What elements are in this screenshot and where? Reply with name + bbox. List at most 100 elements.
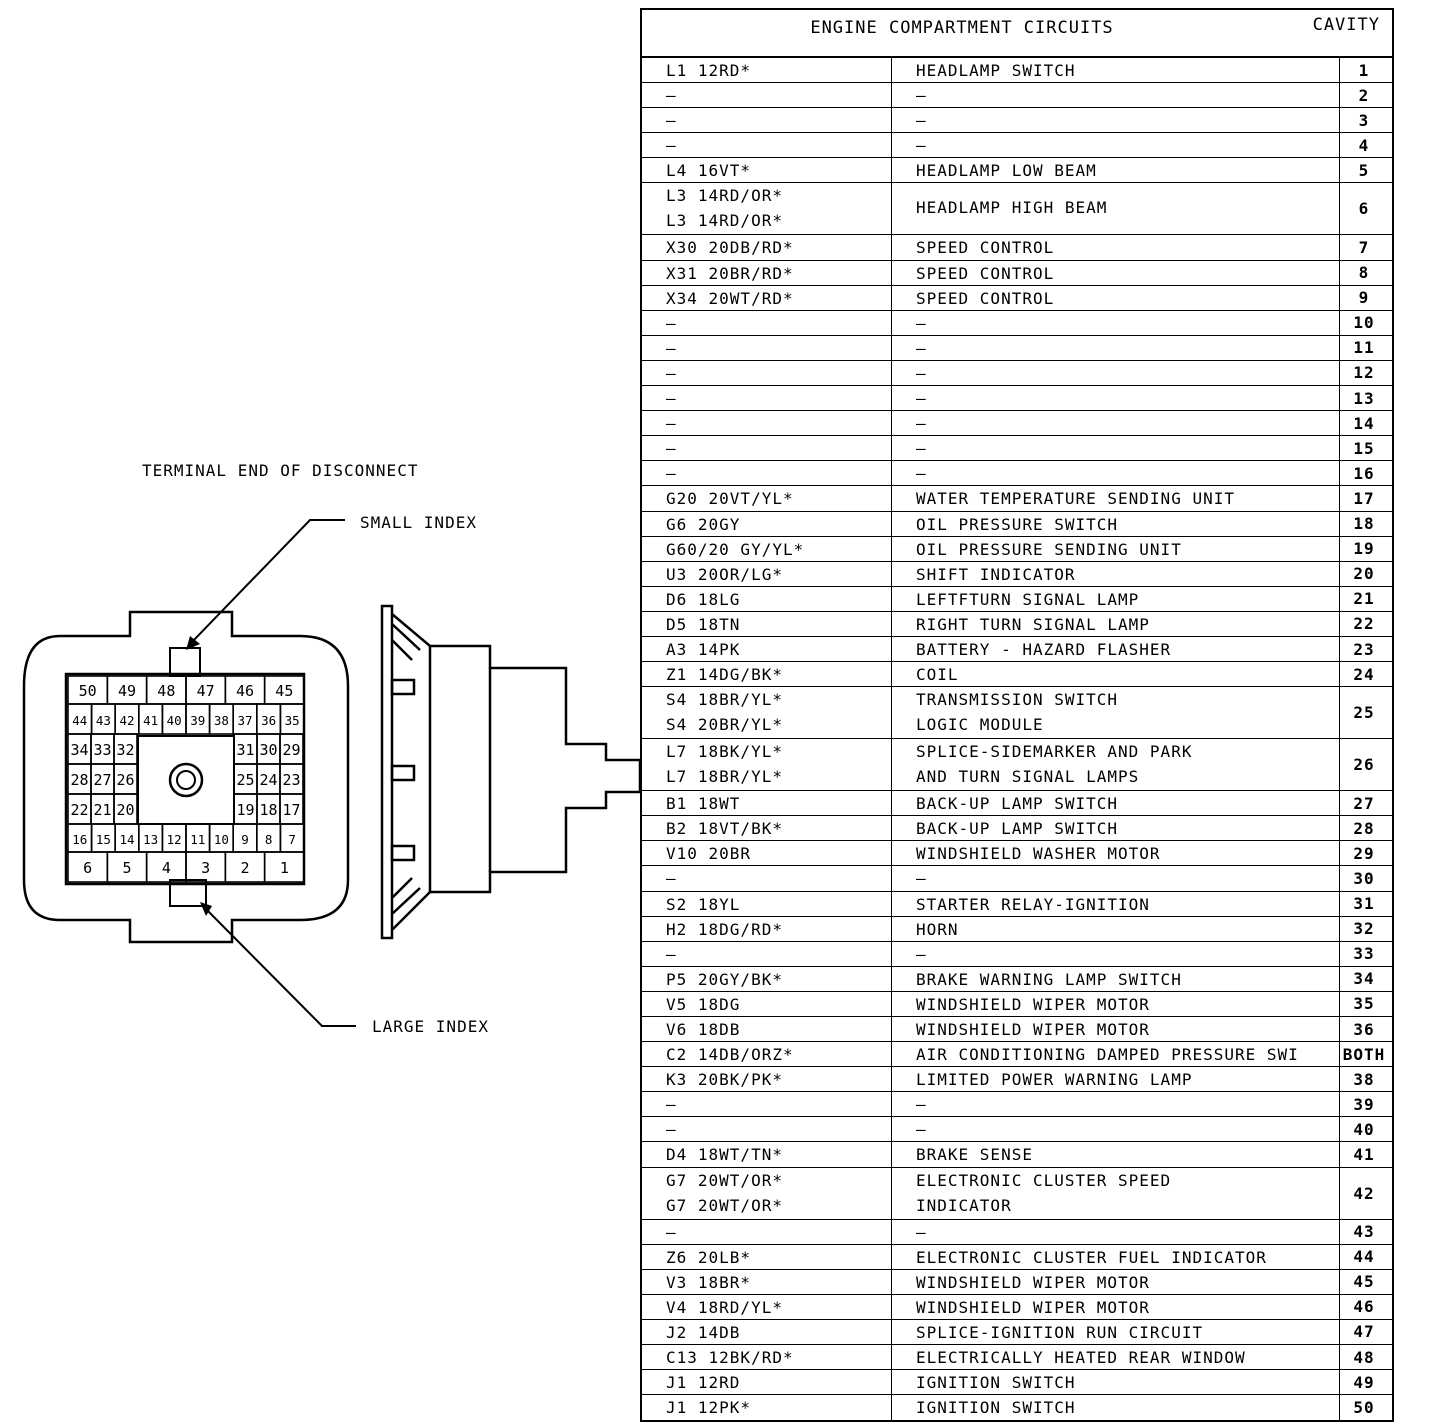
cavity-number: 12 [1353, 363, 1375, 383]
wire-code: — [666, 869, 677, 889]
wire-cell: J1 12RD [642, 1370, 892, 1395]
wire-cell: — [642, 941, 892, 966]
function-cell: — [892, 1219, 1340, 1244]
function-cell: — [892, 83, 1340, 108]
wire-cell: V10 20BR [642, 841, 892, 866]
wire-cell: — [642, 436, 892, 461]
circuit-function: HEADLAMP LOW BEAM [916, 161, 1097, 181]
wire-cell: S2 18YL [642, 891, 892, 916]
pin-label: 14 [119, 832, 134, 847]
cavity-number: 33 [1353, 944, 1375, 964]
circuit-function: AIR CONDITIONING DAMPED PRESSURE SWI [916, 1045, 1299, 1065]
wire-code: G7 20WT/OR* [666, 1170, 783, 1190]
wire-code: — [666, 338, 677, 358]
table-row: ——3 [642, 108, 1392, 134]
circuit-function: — [916, 1095, 927, 1115]
pin-label: 29 [282, 741, 300, 759]
function-cell: WINDSHIELD WASHER MOTOR [892, 841, 1340, 866]
circuit-function: — [916, 414, 927, 434]
function-cell: STARTER RELAY-IGNITION [892, 891, 1340, 916]
wire-cell: — [642, 83, 892, 108]
pin-label: 20 [116, 801, 134, 819]
pin-label: 26 [116, 771, 134, 789]
pin-label: 46 [236, 682, 254, 700]
pin-label: 50 [79, 682, 97, 700]
wire-cell: C13 12BK/RD* [642, 1345, 892, 1370]
wire-cell: — [642, 1117, 892, 1142]
wire-code: — [666, 464, 677, 484]
circuit-function: LOGIC MODULE [916, 715, 1044, 735]
pin-label: 40 [167, 713, 182, 728]
function-cell: — [892, 1117, 1340, 1142]
wire-code: — [666, 86, 677, 106]
wire-cell: D5 18TN [642, 611, 892, 636]
pin-label: 43 [96, 713, 111, 728]
function-cell: AIR CONDITIONING DAMPED PRESSURE SWI [892, 1042, 1340, 1067]
wire-code: — [666, 439, 677, 459]
pin-label: 25 [236, 771, 254, 789]
wire-code: — [666, 363, 677, 383]
cavity-number: 34 [1353, 969, 1375, 989]
function-cell: — [892, 386, 1340, 411]
wire-code: — [666, 414, 677, 434]
cavity-number: 3 [1358, 110, 1370, 130]
pin-label: 23 [282, 771, 300, 789]
circuit-function: SPLICE-SIDEMARKER AND PARK [916, 742, 1193, 762]
wire-code: S2 18YL [666, 894, 741, 914]
circuit-function: — [916, 86, 927, 106]
wire-code: L4 16VT* [666, 161, 752, 181]
pin-label: 9 [241, 832, 249, 847]
circuit-function: — [916, 338, 927, 358]
function-cell: — [892, 1092, 1340, 1117]
wire-code: — [666, 1095, 677, 1115]
cavity-number: 20 [1353, 564, 1375, 584]
wire-code: V5 18DG [666, 994, 741, 1014]
wire-cell: L1 12RD* [642, 58, 892, 83]
wire-code: D6 18LG [666, 589, 741, 609]
cavity-number: 1 [1358, 60, 1370, 80]
wire-code: G7 20WT/OR* [666, 1195, 783, 1215]
cavity-number: 25 [1353, 703, 1375, 723]
wire-cell: L7 18BK/YL*L7 18BR/YL* [642, 739, 892, 791]
cavity-number: 45 [1353, 1272, 1375, 1292]
wire-code: J1 12RD [666, 1373, 741, 1393]
cavity-number: 16 [1353, 463, 1375, 483]
wire-cell: — [642, 411, 892, 436]
wire-cell: D4 18WT/TN* [642, 1142, 892, 1167]
small-index-label: SMALL INDEX [360, 513, 477, 532]
wire-cell: U3 20OR/LG* [642, 561, 892, 586]
function-cell: BRAKE WARNING LAMP SWITCH [892, 966, 1340, 991]
function-cell: WINDSHIELD WIPER MOTOR [892, 1269, 1340, 1294]
cavity-number: 28 [1353, 818, 1375, 838]
function-cell: BATTERY - HAZARD FLASHER [892, 636, 1340, 662]
circuit-function: WINDSHIELD WIPER MOTOR [916, 994, 1150, 1014]
wire-cell: Z6 20LB* [642, 1244, 892, 1269]
diagram-title: TERMINAL END OF DISCONNECT [142, 461, 418, 480]
pin-label: 27 [93, 771, 111, 789]
table-row: ——10 [642, 310, 1392, 336]
wire-code: — [666, 136, 677, 156]
circuit-function: — [916, 389, 927, 409]
circuit-function: LIMITED POWER WARNING LAMP [916, 1070, 1193, 1090]
cavity-number: 43 [1353, 1222, 1375, 1242]
function-cell: WINDSHIELD WIPER MOTOR [892, 991, 1340, 1016]
wire-cell: G60/20 GY/YL* [642, 536, 892, 561]
pin-label: 28 [70, 771, 88, 789]
pin-label: 44 [72, 713, 87, 728]
table-row: Z6 20LB*ELECTRONIC CLUSTER FUEL INDICATO… [642, 1244, 1392, 1270]
table-row: G7 20WT/OR*G7 20WT/OR*ELECTRONIC CLUSTER… [642, 1167, 1392, 1220]
circuit-function: OIL PRESSURE SWITCH [916, 514, 1119, 534]
wire-code: X31 20BR/RD* [666, 263, 794, 283]
table-row: ——43 [642, 1219, 1392, 1245]
cavity-number: 47 [1353, 1322, 1375, 1342]
function-cell: — [892, 108, 1340, 133]
